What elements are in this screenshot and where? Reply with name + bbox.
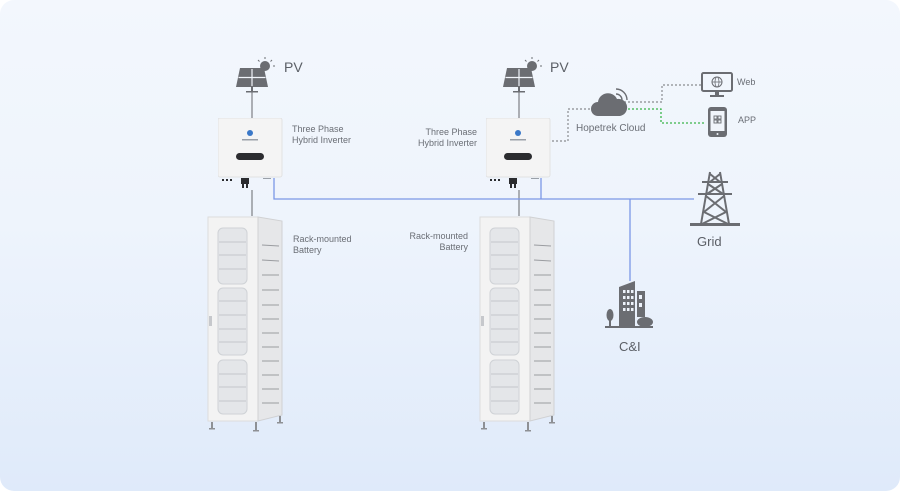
battery-label-2-line1: Rack-mounted [409, 231, 468, 241]
inverter-label-1: Three Phase Hybrid Inverter [292, 124, 351, 146]
ac-bus-line [273, 178, 694, 200]
battery-label-1: Rack-mounted Battery [293, 234, 352, 256]
solar-panel-icon [503, 57, 542, 93]
ci-label: C&I [619, 339, 641, 354]
battery-label-1-line1: Rack-mounted [293, 234, 352, 244]
grid-tower-icon [690, 171, 740, 226]
app-label: APP [738, 115, 757, 125]
hybrid-inverter-icon [218, 118, 283, 188]
solar-panel-icon [236, 57, 275, 93]
mobile-app-icon [708, 107, 727, 137]
pv-label-2: PV [550, 59, 569, 75]
web-monitor-icon [701, 72, 733, 97]
pv-label-1: PV [284, 59, 303, 75]
cloud-link-line [552, 108, 596, 142]
inverter-label-2-line1: Three Phase [425, 127, 477, 137]
cloud-label: Hopetrek Cloud [576, 123, 646, 134]
battery-label-1-line2: Battery [293, 245, 322, 255]
inverter-label-1-line1: Three Phase [292, 124, 344, 134]
battery-label-2-line2: Battery [439, 242, 468, 252]
web-link-line [624, 84, 702, 103]
web-label: Web [737, 77, 756, 87]
app-link-line [624, 108, 706, 124]
battery-label-2: Rack-mounted Battery [395, 231, 468, 253]
inverter-label-2: Three Phase Hybrid Inverter [400, 127, 477, 149]
rack-battery-icon [207, 216, 283, 432]
cloud-icon [591, 88, 628, 116]
inverter-label-1-line2: Hybrid Inverter [292, 135, 352, 145]
grid-label: Grid [697, 234, 722, 249]
inverter-label-2-line2: Hybrid Inverter [417, 138, 477, 148]
commercial-industrial-building-icon [605, 281, 653, 328]
hybrid-inverter-icon [486, 118, 551, 188]
rack-battery-icon [479, 216, 555, 432]
